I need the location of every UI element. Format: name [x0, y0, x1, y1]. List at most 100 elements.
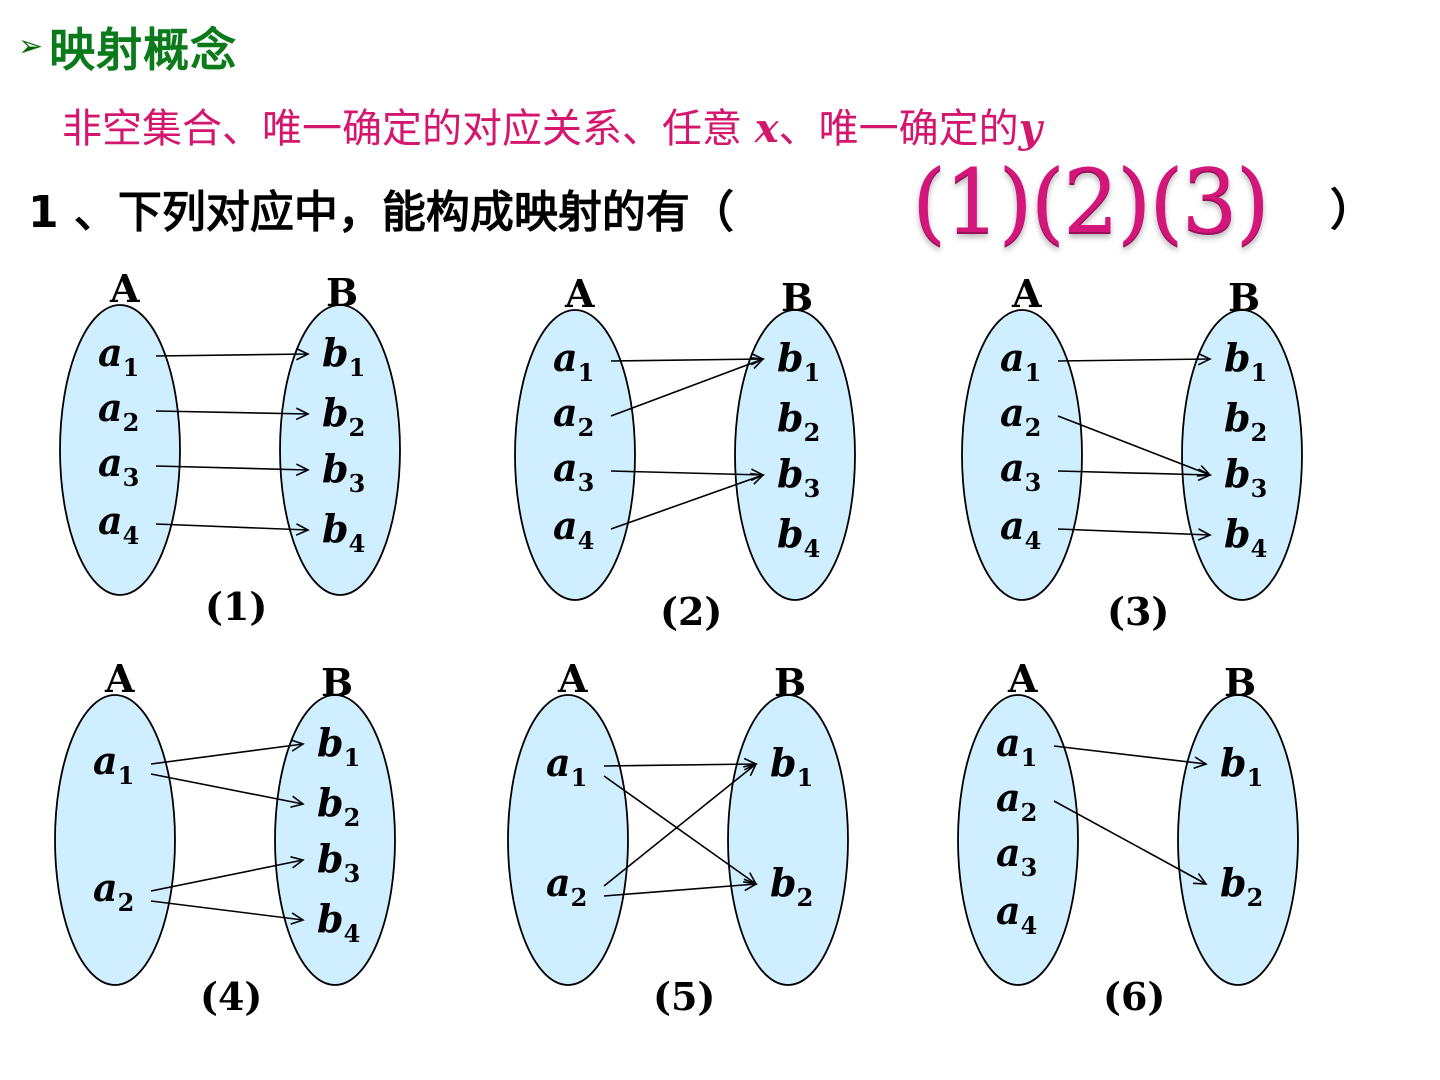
element-b3: b3	[317, 836, 360, 888]
set-a-ellipse	[961, 309, 1083, 601]
arrow-head-icon	[1197, 352, 1212, 366]
set-b-ellipse	[1177, 694, 1299, 986]
mapping-arrow	[603, 763, 757, 767]
question-text: 1 、下列对应中，能构成映射的有（	[28, 187, 734, 238]
mapping-arrow	[155, 410, 309, 415]
mapping-arrow	[610, 474, 764, 530]
answer-text: (1)(2)(3)	[912, 150, 1270, 253]
arrow-head-icon	[1197, 468, 1212, 482]
mapping-arrow	[610, 470, 764, 476]
element-a1: a1	[1000, 335, 1041, 387]
element-a2: a2	[546, 860, 587, 912]
element-a2: a2	[553, 390, 594, 442]
element-a4: a4	[1000, 503, 1041, 555]
set-b-ellipse	[734, 309, 856, 601]
arrow-head-icon	[743, 762, 758, 777]
diagram-caption: (6)	[1103, 974, 1165, 1019]
element-b2: b2	[322, 390, 365, 442]
set-a-name: A	[104, 656, 135, 701]
element-a1: a1	[93, 738, 134, 790]
heading-title: 映射概念	[49, 23, 238, 77]
mapping-arrow	[1057, 358, 1211, 362]
mapping-arrow	[150, 900, 304, 921]
arrow-head-icon	[290, 912, 305, 925]
element-a2: a2	[996, 775, 1037, 827]
element-b2: b2	[317, 780, 360, 832]
set-b-ellipse	[727, 694, 849, 986]
diagram-caption: (3)	[1107, 589, 1169, 634]
mapping-arrow	[150, 743, 304, 765]
arrow-head-icon	[295, 347, 310, 361]
mapping-arrow	[1053, 745, 1207, 765]
concept-var-y: y	[1018, 105, 1042, 152]
set-b-name: B	[1228, 275, 1260, 320]
set-b-name: B	[321, 660, 353, 705]
arrow-head-icon	[1197, 528, 1212, 541]
set-b-ellipse	[274, 694, 396, 986]
arrow-head-icon	[295, 407, 310, 421]
arrow-head-icon	[1192, 872, 1208, 885]
concept-part2: 、唯一确定的	[778, 106, 1019, 152]
arrow-head-icon	[290, 795, 305, 809]
element-b3: b3	[322, 446, 365, 498]
set-a-name: A	[109, 266, 140, 311]
element-b1: b1	[777, 335, 820, 387]
set-b-name: B	[326, 270, 358, 315]
mapping-arrow	[1057, 528, 1211, 536]
set-b-ellipse	[279, 304, 401, 596]
arrow-head-icon	[290, 739, 305, 752]
element-b4: b4	[777, 511, 820, 563]
bullet-arrow-icon: ➢	[18, 29, 44, 64]
mapping-arrow	[150, 859, 304, 892]
mapping-arrow	[1057, 415, 1211, 476]
concept-var-x: x	[754, 105, 779, 152]
element-b1: b1	[322, 330, 365, 382]
concept-part1: 非空集合、唯一确定的对应关系、任意	[62, 106, 742, 152]
element-a3: a3	[996, 830, 1037, 882]
set-b-ellipse	[1181, 309, 1303, 601]
element-a2: a2	[1000, 390, 1041, 442]
element-a1: a1	[98, 330, 139, 382]
set-b-name: B	[774, 660, 806, 705]
diagram-caption: (1)	[205, 584, 267, 629]
mapping-arrow	[603, 775, 757, 885]
diagram-caption: (2)	[660, 589, 722, 634]
element-a2: a2	[98, 385, 139, 437]
arrow-head-icon	[295, 523, 310, 536]
mapping-arrow	[1057, 470, 1211, 476]
set-b-name: B	[1224, 660, 1256, 705]
element-b2: b2	[1224, 395, 1267, 447]
element-b2: b2	[1220, 860, 1263, 912]
set-a-ellipse	[507, 694, 629, 986]
element-a3: a3	[98, 440, 139, 492]
mapping-arrow	[603, 763, 757, 887]
mapping-arrow	[150, 773, 304, 805]
section-heading: ➢ 映射概念	[18, 14, 237, 80]
element-a1: a1	[546, 740, 587, 792]
set-a-name: A	[1011, 271, 1042, 316]
element-a1: a1	[553, 335, 594, 387]
element-a3: a3	[553, 445, 594, 497]
element-a1: a1	[996, 720, 1037, 772]
mapping-arrow	[610, 358, 764, 362]
question-close-paren: ）	[1330, 185, 1374, 236]
element-b1: b1	[770, 740, 813, 792]
mapping-arrow	[603, 883, 757, 897]
set-a-ellipse	[54, 694, 176, 986]
element-b2: b2	[777, 395, 820, 447]
arrow-head-icon	[749, 472, 765, 485]
mapping-arrow	[610, 358, 764, 417]
element-a4: a4	[553, 503, 594, 555]
element-b3: b3	[1224, 451, 1267, 503]
mapping-arrow	[155, 353, 309, 357]
diagram-caption: (5)	[653, 974, 715, 1019]
element-a4: a4	[98, 498, 139, 550]
element-a4: a4	[996, 888, 1037, 940]
element-b4: b4	[1224, 511, 1267, 563]
arrow-head-icon	[295, 463, 310, 477]
